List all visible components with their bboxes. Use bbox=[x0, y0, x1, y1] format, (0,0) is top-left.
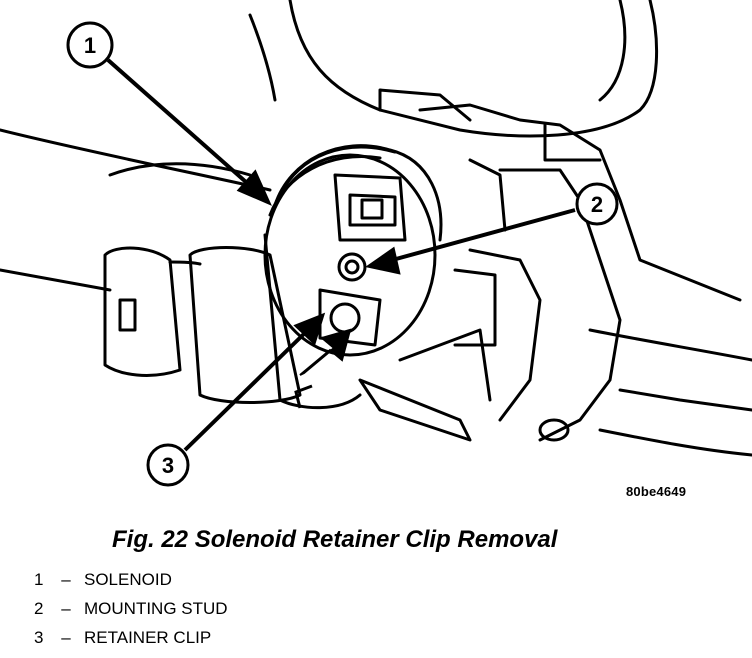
callout-1: 1 bbox=[66, 21, 114, 69]
lock-cylinder bbox=[188, 246, 302, 404]
callout-3: 3 bbox=[146, 443, 190, 487]
removal-direction-arrow bbox=[299, 328, 352, 376]
legend-separator: – bbox=[61, 628, 71, 647]
legend: 1–SOLENOID 2–MOUNTING STUD 3–RETAINER CL… bbox=[34, 570, 228, 657]
legend-separator: – bbox=[61, 570, 71, 589]
mounting-stud bbox=[337, 252, 367, 282]
callout-2: 2 bbox=[575, 182, 619, 226]
legend-label: SOLENOID bbox=[84, 570, 172, 589]
legend-item: 3–RETAINER CLIP bbox=[34, 628, 228, 657]
electrical-connector bbox=[333, 173, 407, 242]
legend-item: 1–SOLENOID bbox=[34, 570, 228, 599]
callout-3-number: 3 bbox=[162, 453, 174, 478]
legend-number: 3 bbox=[34, 628, 44, 647]
column-housing-outline bbox=[288, 0, 658, 138]
callout-2-number: 2 bbox=[591, 192, 603, 217]
solenoid-body bbox=[263, 153, 437, 357]
figure-caption: Fig. 22 Solenoid Retainer Clip Removal bbox=[112, 526, 558, 553]
legend-label: MOUNTING STUD bbox=[84, 599, 228, 618]
legend-label: RETAINER CLIP bbox=[84, 628, 212, 647]
callout-3-leader bbox=[183, 326, 312, 452]
callout-1-number: 1 bbox=[84, 33, 96, 58]
figure-code: 80be4649 bbox=[626, 484, 687, 499]
legend-separator: – bbox=[61, 599, 71, 618]
callout-1-leader bbox=[106, 58, 257, 192]
mount-bolt-hole bbox=[538, 418, 570, 442]
bracket-outline bbox=[418, 103, 742, 302]
legend-number: 1 bbox=[34, 570, 44, 589]
legend-item: 2–MOUNTING STUD bbox=[34, 599, 228, 628]
legend-number: 2 bbox=[34, 599, 44, 618]
callout-2-leader bbox=[384, 208, 576, 264]
solenoid-illustration: 1 2 3 bbox=[0, 0, 752, 487]
